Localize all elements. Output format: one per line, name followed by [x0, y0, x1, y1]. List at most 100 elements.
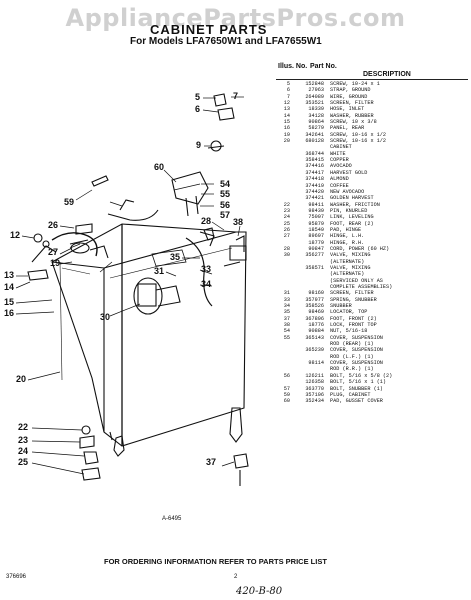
callout-33: 33 [201, 264, 212, 274]
part-description: LINK, LEVELING [330, 214, 374, 221]
part-description: (ALTERNATE) [330, 258, 365, 265]
part-no: 365143 [305, 334, 324, 341]
parts-row: 59 357106 PLUG, CABINET [278, 392, 468, 398]
part-description: COMPLETE ASSEMBLIES) [330, 284, 393, 290]
part-no: 18776 [308, 322, 324, 329]
part-no: 342641 [305, 131, 324, 138]
callout-23: 23 [18, 435, 29, 445]
callout-16: 16 [4, 308, 15, 318]
illus-no: 34 [283, 303, 290, 310]
part-no: 264089 [305, 93, 324, 100]
part-no: 368744 [305, 150, 324, 157]
part-no: 18339 [308, 106, 324, 113]
callout-54: 54 [220, 179, 231, 189]
part-description: SCREEN, FILTER [330, 290, 374, 297]
callout-7: 7 [233, 91, 239, 101]
part-no: 374416 [305, 163, 324, 170]
part-description: COVER, SUSPENSION [330, 360, 383, 367]
callout-35: 35 [170, 252, 181, 262]
callout-6: 6 [195, 104, 201, 114]
part-description: BOLT, SNUBBER (1) [330, 385, 383, 392]
part-no: 98439 [308, 207, 324, 214]
part-no: 357977 [305, 296, 324, 303]
part-no: 18549 [308, 226, 324, 233]
part-description: PLUG, CABINET [330, 391, 371, 398]
part-no: 358415 [305, 157, 324, 164]
parts-row: (ALTERNATE) [278, 259, 468, 265]
callout-59: 59 [64, 197, 75, 207]
part-no: 358526 [305, 303, 324, 310]
part-description: ALMOND [330, 176, 349, 183]
part-no: 374419 [305, 182, 324, 189]
part-no: 27963 [308, 87, 324, 94]
illus-no: 55 [283, 334, 290, 341]
part-no: 357106 [305, 391, 324, 398]
illus-no: 38 [283, 322, 290, 329]
part-no: 58279 [308, 125, 324, 132]
callout-30: 30 [100, 312, 111, 322]
illus-no: 25 [283, 220, 290, 227]
parts-row: 358415 COPPER [278, 157, 468, 163]
callout-9: 9 [196, 140, 202, 150]
part-description: STRAP, GROUND [330, 87, 371, 94]
part-no: 363770 [305, 385, 324, 392]
illus-no: 33 [283, 296, 290, 303]
part-no: 98160 [308, 290, 324, 297]
part-no: 126211 [305, 372, 324, 379]
part-no: 90884 [308, 328, 324, 335]
callout-12: 12 [10, 230, 21, 240]
illus-no: 35 [283, 309, 290, 316]
callout-15: 15 [4, 297, 15, 307]
part-description: (SERVICED ONLY AS [330, 277, 383, 284]
callout-14: 14 [4, 282, 15, 292]
part-description: COVER, SUSPENSION [330, 347, 383, 354]
part-description: WIRE, GROUND [330, 93, 368, 100]
illus-no: 59 [283, 391, 290, 398]
illus-no: 26 [283, 226, 290, 233]
ordering-info-footer: FOR ORDERING INFORMATION REFER TO PARTS … [104, 557, 327, 566]
part-description: LOCATOR, TOP [330, 309, 368, 316]
part-no: 374421 [305, 195, 324, 202]
part-no: 352434 [305, 398, 324, 405]
part-no: 34128 [308, 112, 324, 119]
callout-28: 28 [201, 216, 212, 226]
figure-reference: A-6495 [162, 516, 182, 522]
illus-no: 5 [286, 81, 290, 87]
part-description: COPPER [330, 157, 349, 164]
callout-25: 25 [18, 457, 29, 467]
callout-22: 22 [18, 422, 29, 432]
parts-row: ROD (R.R.) (1) [278, 366, 468, 372]
part-description: WASHER, RUBBER [330, 112, 374, 119]
parts-row: (ALTERNATE) [278, 271, 468, 277]
part-description: BOLT, 5/16 x 5/8 (2) [330, 372, 393, 379]
page-title: CABINET PARTS [150, 22, 268, 37]
part-no: 353521 [305, 100, 324, 107]
callout-13: 13 [4, 270, 15, 280]
callout-38: 38 [233, 217, 244, 227]
part-description: CORD, POWER (60 HZ) [330, 245, 390, 252]
part-description: VALVE, MIXING [330, 252, 371, 259]
callout-60: 60 [154, 162, 165, 172]
illus-no: 54 [283, 328, 290, 335]
part-description: BOLT, 5/16 x 1 (1) [330, 379, 387, 386]
callout-55: 55 [220, 189, 231, 199]
callout-20: 20 [16, 374, 27, 384]
